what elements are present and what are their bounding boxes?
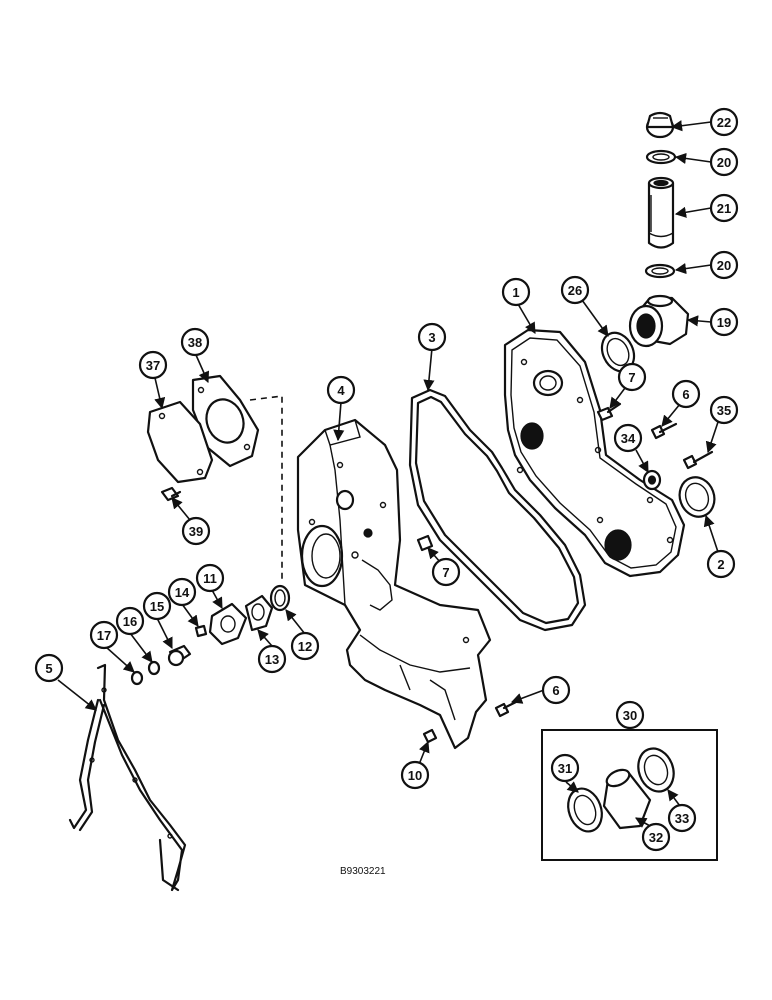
seal-2-part xyxy=(678,476,716,518)
gear-cover-part xyxy=(503,328,686,578)
fitting-15-part xyxy=(167,644,192,667)
callout-32: 32 xyxy=(641,822,671,852)
svg-text:5: 5 xyxy=(45,661,52,676)
svg-text:31: 31 xyxy=(558,761,572,776)
svg-text:26: 26 xyxy=(568,283,582,298)
callout-13: 13 xyxy=(257,644,287,674)
dowel-10-part xyxy=(422,728,438,744)
callout-34: 34 xyxy=(613,423,643,453)
plug-17-part xyxy=(130,670,144,686)
svg-text:2: 2 xyxy=(717,557,724,572)
svg-text:12: 12 xyxy=(298,639,312,654)
callout-15: 15 xyxy=(142,591,172,621)
callout-14: 14 xyxy=(167,577,197,607)
cover-plate-part xyxy=(146,400,214,484)
svg-text:39: 39 xyxy=(189,524,203,539)
callout-6-upper: 6 xyxy=(671,379,701,409)
seal-33-part xyxy=(637,747,675,793)
svg-text:17: 17 xyxy=(97,628,111,643)
callout-7-upper: 7 xyxy=(617,362,647,392)
alignment-dashed-line xyxy=(249,395,283,580)
svg-text:13: 13 xyxy=(265,652,279,667)
callout-26: 26 xyxy=(560,275,590,305)
callout-30: 30 xyxy=(615,700,645,730)
callout-3: 3 xyxy=(417,322,447,352)
callout-17: 17 xyxy=(89,620,119,650)
svg-text:38: 38 xyxy=(188,335,202,350)
svg-text:7: 7 xyxy=(628,370,635,385)
drawing-code: B9303221 xyxy=(340,866,386,877)
svg-text:22: 22 xyxy=(717,115,731,130)
svg-text:15: 15 xyxy=(150,599,164,614)
callout-2: 2 xyxy=(706,549,736,579)
filler-adapter-part xyxy=(628,294,690,348)
svg-text:20: 20 xyxy=(717,258,731,273)
callout-31: 31 xyxy=(550,753,580,783)
screw-7-upper-part xyxy=(596,402,622,422)
svg-text:37: 37 xyxy=(146,358,160,373)
svg-text:10: 10 xyxy=(408,768,422,783)
svg-text:16: 16 xyxy=(123,614,137,629)
svg-text:4: 4 xyxy=(337,383,345,398)
seal-31-part xyxy=(567,787,603,833)
callout-39: 39 xyxy=(181,516,211,546)
svg-text:3: 3 xyxy=(428,330,435,345)
front-gasket-part xyxy=(68,663,187,892)
screw-7-lower-part xyxy=(416,534,434,552)
oil-filler-cap-part xyxy=(645,111,675,139)
svg-text:1: 1 xyxy=(512,285,519,300)
gear-housing-part xyxy=(296,418,492,750)
svg-text:35: 35 xyxy=(717,403,731,418)
svg-text:33: 33 xyxy=(675,811,689,826)
callout-5: 5 xyxy=(34,653,64,683)
screw-14-part xyxy=(194,624,208,638)
callout-33: 33 xyxy=(667,803,697,833)
seal-ring-lower-part xyxy=(644,263,676,279)
o-ring-12-part xyxy=(269,584,291,612)
bolt-6-lower-part xyxy=(494,698,522,718)
callout-22: 22 xyxy=(709,107,739,137)
callout-19: 19 xyxy=(709,307,739,337)
cover-gasket-part xyxy=(408,388,587,632)
bolt-35-part xyxy=(682,450,714,470)
callout-6-lower: 6 xyxy=(541,675,571,705)
leader-lines xyxy=(57,120,719,828)
washer-34-part xyxy=(642,469,662,491)
callout-16: 16 xyxy=(115,606,145,636)
callout-4: 4 xyxy=(326,375,356,405)
svg-text:19: 19 xyxy=(717,315,731,330)
screw-39-part xyxy=(160,486,182,502)
gasket-13-part xyxy=(244,594,274,632)
callout-20-lower: 20 xyxy=(709,250,739,280)
svg-text:6: 6 xyxy=(682,387,689,402)
svg-text:11: 11 xyxy=(203,571,217,586)
svg-text:6: 6 xyxy=(552,683,559,698)
o-ring-16-part xyxy=(147,660,161,676)
svg-text:7: 7 xyxy=(442,565,449,580)
svg-text:20: 20 xyxy=(717,155,731,170)
callout-12: 12 xyxy=(290,631,320,661)
bolt-6-upper-part xyxy=(650,422,678,440)
callout-37: 37 xyxy=(138,350,168,380)
svg-text:14: 14 xyxy=(175,585,190,600)
seal-ring-upper-part xyxy=(645,149,677,165)
callout-7-lower: 7 xyxy=(431,557,461,587)
callout-20-upper: 20 xyxy=(709,147,739,177)
svg-text:34: 34 xyxy=(621,431,636,446)
filler-tube-part xyxy=(647,176,675,249)
callout-10: 10 xyxy=(400,760,430,790)
callout-11: 11 xyxy=(195,563,225,593)
callout-35: 35 xyxy=(709,395,739,425)
callout-1: 1 xyxy=(501,277,531,307)
svg-text:21: 21 xyxy=(717,201,731,216)
callout-21: 21 xyxy=(709,193,739,223)
callout-38: 38 xyxy=(180,327,210,357)
svg-text:30: 30 xyxy=(623,708,637,723)
svg-text:32: 32 xyxy=(649,830,663,845)
cover-11-part xyxy=(208,602,248,646)
